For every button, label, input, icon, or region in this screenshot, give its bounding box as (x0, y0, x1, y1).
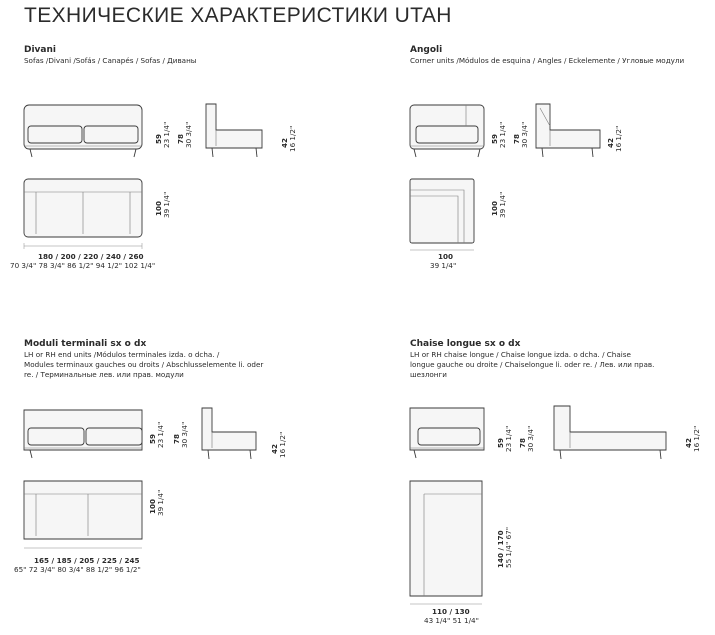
section-heading-divani: Divani (24, 45, 56, 55)
section-subtitle-chaise-2: longue gauche ou droite / Chaiselongue l… (410, 360, 655, 369)
section-subtitle-angoli: Corner units /Módulos de esquina / Angle… (410, 56, 685, 65)
end-dim-widths-cm: 165 / 185 / 205 / 225 / 245 (34, 556, 140, 565)
end-dim-height-23in: 23 1/4" (156, 421, 165, 448)
corner-side-view (535, 103, 601, 158)
corner-dim-width-cm: 100 (438, 252, 453, 261)
end-dim-widths-in: 65" 72 3/4" 80 3/4" 88 1/2" 96 1/2" (14, 565, 141, 574)
corner-dim-seat-16in: 16 1/2" (614, 125, 623, 152)
dim-seat-16in: 16 1/2" (288, 125, 297, 152)
section-subtitle-divani: Sofas /Divani /Sofás / Canapés / Sofas /… (24, 56, 197, 65)
section-subtitle-moduli-1: LH or RH end units /Módulos terminales i… (24, 350, 220, 359)
page-title: ТЕХНИЧЕСКИЕ ХАРАКТЕРИСТИКИ UTAH (24, 4, 452, 27)
end-dim-height-30in: 30 3/4" (180, 421, 189, 448)
chaise-side-view (553, 405, 667, 460)
end-dim-widths-cm-value: 165 / 185 / 205 / 225 / 245 (34, 556, 140, 565)
chaise-top-view (409, 480, 483, 605)
end-unit-side-view (201, 407, 257, 460)
section-heading-angoli: Angoli (410, 45, 443, 55)
dim-height-30in: 30 3/4" (184, 121, 193, 148)
section-heading-moduli: Moduli terminali sx o dx (24, 339, 147, 349)
dim-height-23in: 23 1/4" (162, 121, 171, 148)
chaise-front-view (409, 407, 485, 459)
sofa-top-view (23, 178, 143, 249)
corner-front-view (409, 104, 485, 158)
chaise-dim-height-30in: 30 3/4" (526, 425, 535, 452)
chaise-dim-seat-16in: 16 1/2" (692, 425, 701, 452)
end-unit-top-view (23, 480, 143, 549)
dim-depth-39in: 39 1/4" (162, 191, 171, 218)
chaise-dim-depth-in: 55 1/4" 67" (504, 526, 513, 568)
corner-dim-height-30in: 30 3/4" (520, 121, 529, 148)
corner-dim-width-in: 39 1/4" (430, 261, 457, 270)
section-heading-chaise: Chaise longue sx o dx (410, 339, 521, 349)
section-subtitle-chaise-3: шезлонги (410, 370, 447, 379)
chaise-dim-widths-cm: 110 / 130 (432, 607, 470, 616)
chaise-dim-widths-cm-value: 110 / 130 (432, 607, 470, 616)
corner-dim-height-23in: 23 1/4" (498, 121, 507, 148)
end-dim-depth-39in: 39 1/4" (156, 489, 165, 516)
corner-dim-depth-39in: 39 1/4" (498, 191, 507, 218)
chaise-dim-height-23in: 23 1/4" (504, 425, 513, 452)
dim-widths-in: 70 3/4" 78 3/4" 86 1/2" 94 1/2" 102 1/4" (10, 261, 156, 270)
chaise-dim-widths-in: 43 1/4" 51 1/4" (424, 616, 479, 625)
section-subtitle-chaise-1: LH or RH chaise longue / Chaise longue i… (410, 350, 631, 359)
corner-dim-width-cm-value: 100 (438, 252, 454, 261)
section-subtitle-moduli-2: Modules terminaux gauches ou droits / Ab… (24, 360, 264, 369)
section-subtitle-moduli-3: re. / Терминальные лев. или прав. модули (24, 370, 184, 379)
corner-top-view (409, 178, 475, 251)
sofa-side-view (205, 103, 263, 158)
dim-widths-cm-value: 180 / 200 / 220 / 240 / 260 (38, 252, 144, 261)
dim-widths-cm: 180 / 200 / 220 / 240 / 260 (38, 252, 144, 261)
end-unit-front-view (23, 409, 143, 459)
sofa-front-view (23, 104, 143, 158)
end-dim-seat-16in: 16 1/2" (278, 431, 287, 458)
